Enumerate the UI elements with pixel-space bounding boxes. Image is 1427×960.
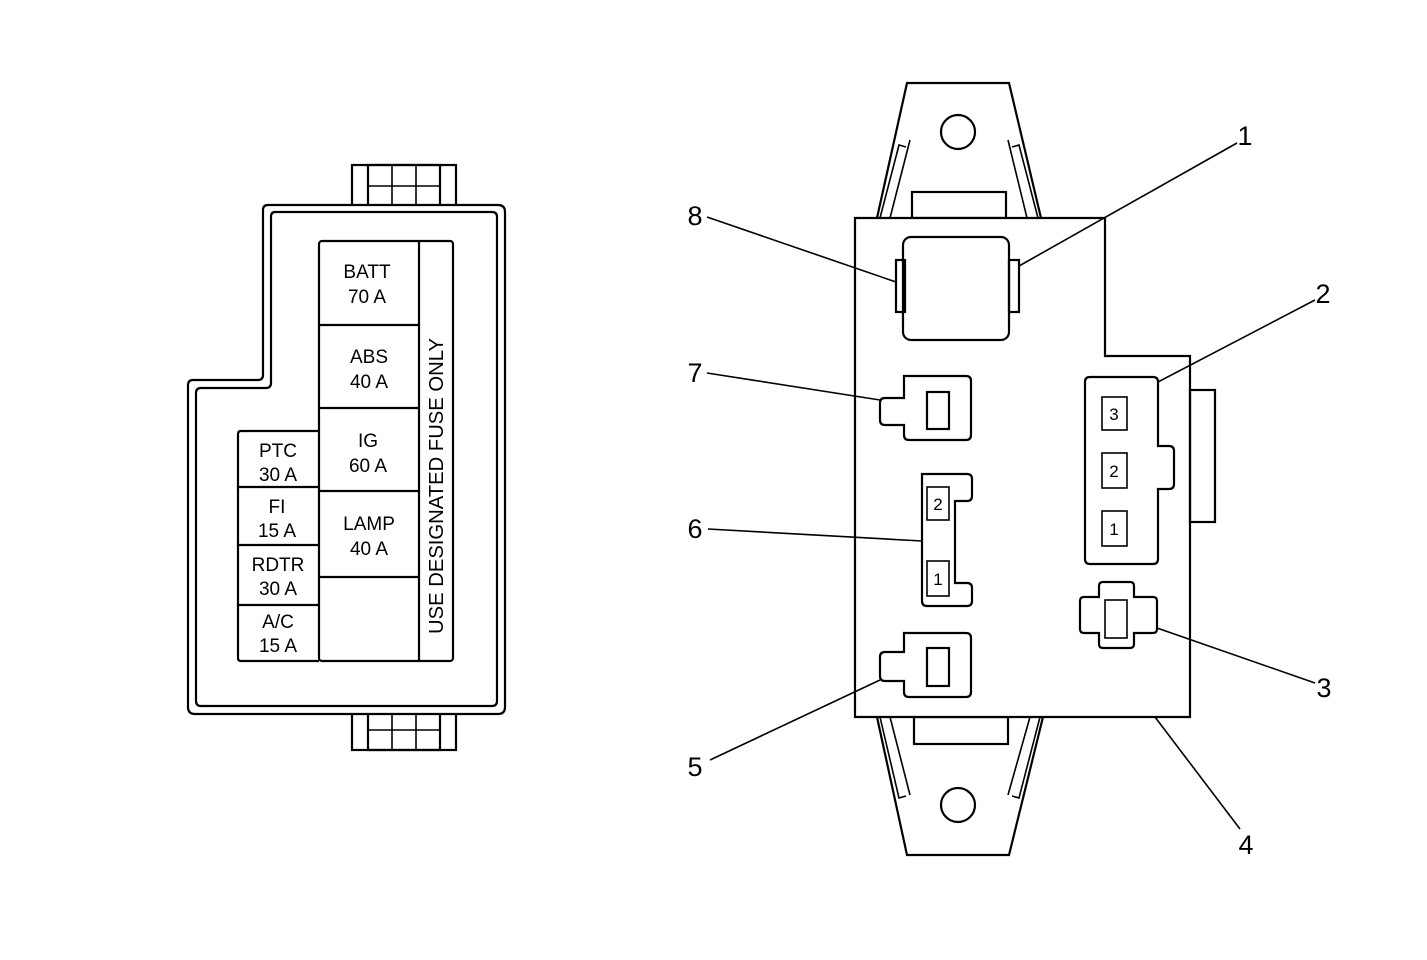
connector-5: [878, 631, 973, 699]
callout-leaders: [706, 142, 1316, 830]
connector-2: [1083, 375, 1176, 566]
fuse-name-batt: BATT: [343, 262, 391, 283]
callout-8: 8: [687, 201, 702, 231]
warning-text: USE DESIGNATED FUSE ONLY: [426, 338, 448, 634]
fuse-name-ig: IG: [358, 431, 378, 452]
fuse-rating-ptc: 30 A: [259, 465, 297, 486]
fuse-rating-fi: 15 A: [258, 521, 296, 542]
connector-2-pin-3: 3: [1109, 405, 1118, 424]
relay-socket-top: [894, 235, 1021, 342]
fuse-name-abs: ABS: [350, 347, 388, 368]
connector-7: [878, 374, 973, 442]
connector-2-pin-2: 2: [1109, 462, 1118, 481]
callout-4: 4: [1238, 830, 1253, 860]
fuse-rating-batt: 70 A: [348, 287, 386, 308]
callout-5: 5: [687, 752, 702, 782]
bottom-mounting-tab: [875, 715, 1045, 857]
fuse-rating-rdtr: 30 A: [259, 579, 297, 600]
connector-6-pin-1: 1: [933, 570, 942, 589]
connector-2-pin-1: 1: [1109, 520, 1118, 539]
callout-3: 3: [1316, 673, 1331, 703]
cover-inner-outline: [194, 210, 499, 708]
fuse-name-ptc: PTC: [259, 441, 297, 462]
fuse-name-lamp: LAMP: [343, 514, 395, 535]
callout-1: 1: [1237, 121, 1252, 151]
callout-7: 7: [687, 358, 702, 388]
fuse-rating-ig: 60 A: [349, 456, 387, 477]
fuse-name-ac: A/C: [262, 612, 294, 633]
connector-3: [1078, 580, 1159, 650]
bottom-latch: [350, 708, 458, 752]
fuse-rating-ac: 15 A: [259, 636, 297, 657]
mounting-hole-top: [939, 113, 977, 151]
fuse-cover: BATT 70 A ABS 40 A IG 60 A LAMP 40 A PTC…: [186, 163, 507, 752]
cover-outline: [186, 203, 507, 716]
fuse-rating-abs: 40 A: [350, 372, 388, 393]
side-tab: [1188, 388, 1217, 524]
callout-2: 2: [1315, 279, 1330, 309]
fuse-label-panel-right: [317, 239, 455, 663]
connector-6: [920, 472, 974, 608]
fuse-name-rdtr: RDTR: [252, 555, 305, 576]
mounting-hole-bottom: [939, 786, 977, 824]
top-latch: [350, 163, 458, 209]
callout-6: 6: [687, 514, 702, 544]
fuse-name-fi: FI: [269, 497, 286, 518]
top-mounting-tab: [875, 81, 1043, 220]
fuse-block: 2 1 3 2 1: [853, 81, 1217, 857]
connector-6-pin-2: 2: [933, 495, 942, 514]
fuse-rating-lamp: 40 A: [350, 539, 388, 560]
